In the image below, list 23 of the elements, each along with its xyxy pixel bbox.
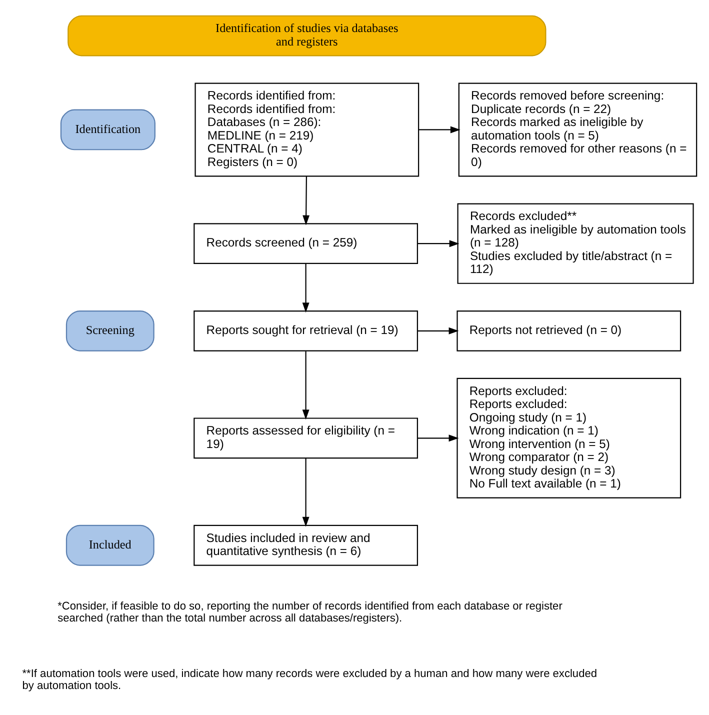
node-box: Records identified from: Records identified from: Databases (n = 286): MEDLINE (n = 219) CENTRAL (n = 4) Registers (n = 0) — [194, 82, 419, 176]
node-box: Records removed before screening: Duplicate records (n = 22) Records marked as ineligible by automation tools (n = 5) Records removed for other reasons (n = 0) — [458, 82, 697, 176]
node-box: Identification of studies via databases and registers — [67, 14, 546, 56]
node-box: Reports excluded: Reports excluded: Ongoing study (n = 1) Wrong indication (n = 1) Wrong intervention (n = 5) Wrong comparator (n = 2) Wrong study design (n = 3) No Full text available (n = 1) — [456, 377, 681, 498]
arrow — [302, 176, 310, 225]
node-box: Screening — [65, 310, 154, 351]
node-box: Reports not retrieved (n = 0) — [456, 310, 681, 351]
node-box: Reports assessed for eligibility (n = 19) — [193, 417, 418, 458]
arrow — [302, 458, 309, 526]
arrow — [302, 263, 309, 312]
node-box: Identification — [60, 108, 155, 150]
label: **If automation tools were used, indicate how many records were excluded by a human and how many were excluded by automation tools. — [22, 667, 597, 692]
node-box: Included — [65, 524, 154, 566]
arrow — [417, 434, 458, 442]
arrow — [417, 326, 458, 334]
node-box: Studies included in review and quantitative synthesis (n = 6) — [193, 524, 418, 566]
label: *Consider, if feasible to do so, reporting the number of records identified from each database or register searched (rather than the total number across all databases/registers). — [57, 600, 562, 624]
node-box: Records excluded** Marked as ineligible by automation tools (n = 128) Studies excluded by title/abstract (n = 112) — [456, 202, 694, 284]
arrow — [417, 240, 459, 247]
node-box: Records screened (n = 259) — [193, 222, 418, 264]
node-box: Reports sought for retrieval (n = 19) — [193, 310, 418, 351]
arrow — [418, 126, 460, 133]
arrow — [302, 350, 309, 420]
